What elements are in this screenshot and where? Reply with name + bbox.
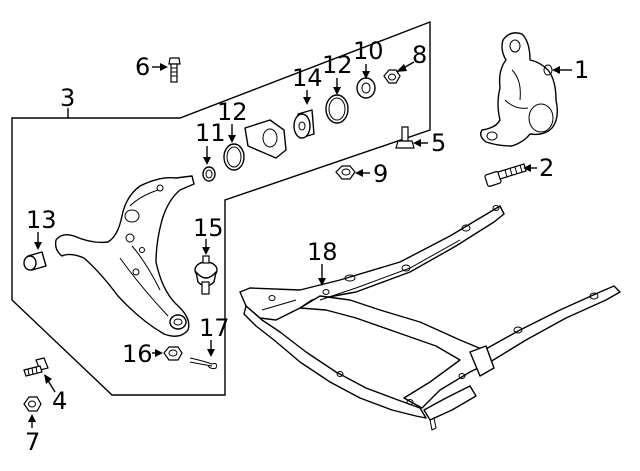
callout-16: 16 [122, 340, 153, 368]
nut-7 [23, 396, 42, 412]
callout-6: 6 [135, 53, 150, 81]
callout-4: 4 [52, 387, 67, 415]
callout-13-arrowhead [34, 242, 42, 250]
callout-16-arrowhead [155, 349, 163, 357]
ring-12-upper [325, 94, 349, 124]
callout-11-arrowhead [203, 157, 211, 165]
callout-2-arrowhead [523, 164, 531, 172]
cotter-pin-17 [189, 357, 217, 370]
callout-3: 3 [60, 84, 75, 112]
lower-control-arm [54, 175, 195, 337]
arm-bolt-4 [23, 357, 49, 377]
nut-8 [383, 69, 401, 84]
callout-17: 17 [199, 314, 230, 342]
callout-6-arrowhead [160, 63, 168, 71]
callout-1-arrowhead [552, 66, 560, 74]
callout-7: 7 [25, 428, 40, 456]
bolt-5 [395, 126, 415, 149]
callout-10: 10 [353, 37, 384, 65]
callout-8: 8 [412, 41, 427, 69]
callout-4-arrowhead [44, 374, 52, 384]
knuckle-bolt [484, 163, 527, 187]
washer-10 [356, 77, 376, 99]
callout-12-upper: 12 [322, 51, 353, 79]
callout-2: 2 [539, 154, 554, 182]
callout-15: 15 [193, 214, 224, 242]
callout-5-arrowhead [413, 139, 421, 147]
bushing-14 [293, 109, 315, 139]
bushing-bracket [244, 119, 287, 159]
callout-17-arrowhead [207, 349, 215, 357]
crossmember-18 [239, 205, 621, 431]
nut-16 [163, 346, 183, 361]
ball-joint-15 [194, 255, 218, 295]
callout-13: 13 [26, 206, 57, 234]
collar-11 [202, 166, 216, 182]
bolt-6 [168, 57, 181, 83]
callout-14-arrowhead [303, 97, 311, 105]
callout-12b-arrowhead [333, 87, 341, 95]
callout-14: 14 [292, 64, 323, 92]
callout-9: 9 [373, 160, 388, 188]
callout-10-arrowhead [362, 71, 370, 79]
callout-12a-arrowhead [228, 135, 236, 143]
callout-12-lower: 12 [217, 98, 248, 126]
callout-5: 5 [431, 129, 446, 157]
callout-8-arrowhead [396, 64, 407, 72]
callout-15-arrowhead [202, 247, 210, 255]
callout-18-arrowhead [318, 278, 326, 286]
ring-12-lower [223, 143, 245, 171]
nut-9 [335, 165, 356, 180]
callout-1: 1 [574, 56, 589, 84]
callout-11: 11 [195, 119, 226, 147]
callout-18: 18 [307, 238, 338, 266]
callout-9-arrowhead [355, 169, 363, 177]
callout-7-arrowhead [28, 414, 36, 422]
lower-arm-assembly-outline [11, 20, 431, 396]
steering-knuckle [479, 32, 559, 147]
bushing-13 [23, 251, 47, 271]
